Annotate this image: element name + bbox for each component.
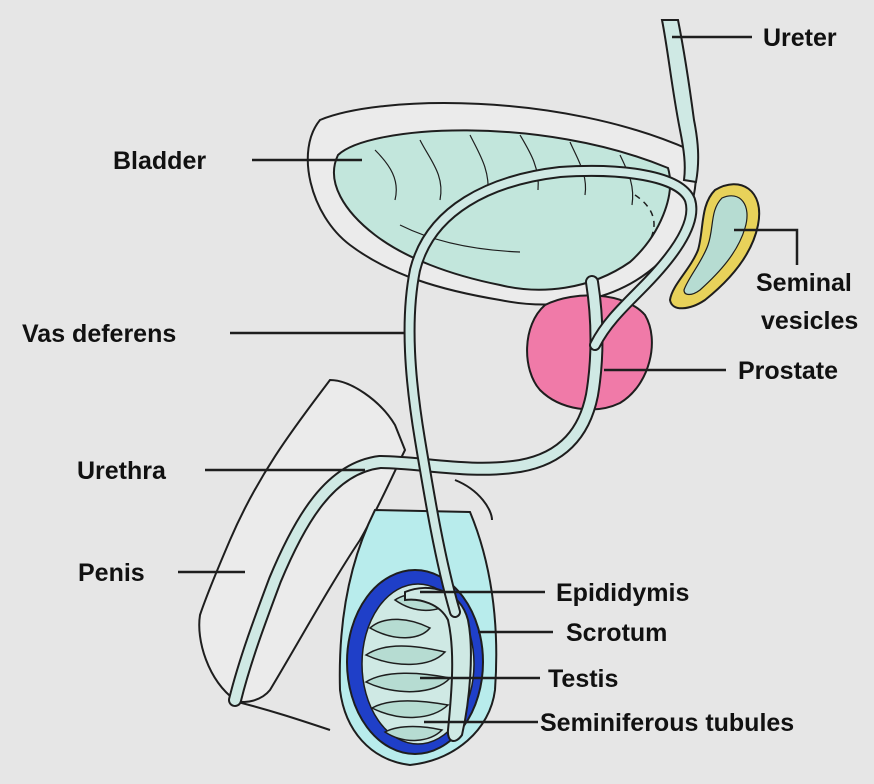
label-penis: Penis: [78, 559, 145, 587]
label-urethra: Urethra: [77, 457, 167, 485]
label-seminal-vesicles-line2: vesicles: [761, 307, 858, 335]
label-scrotum: Scrotum: [566, 619, 667, 647]
label-prostate: Prostate: [738, 357, 838, 385]
label-seminiferous-tubules: Seminiferous tubules: [540, 709, 794, 737]
label-vas-deferens: Vas deferens: [22, 320, 176, 348]
label-bladder: Bladder: [113, 147, 206, 175]
label-testis: Testis: [548, 665, 618, 693]
label-epididymis: Epididymis: [556, 579, 689, 607]
label-ureter: Ureter: [763, 24, 837, 52]
label-seminal-vesicles-line1: Seminal: [756, 269, 852, 297]
